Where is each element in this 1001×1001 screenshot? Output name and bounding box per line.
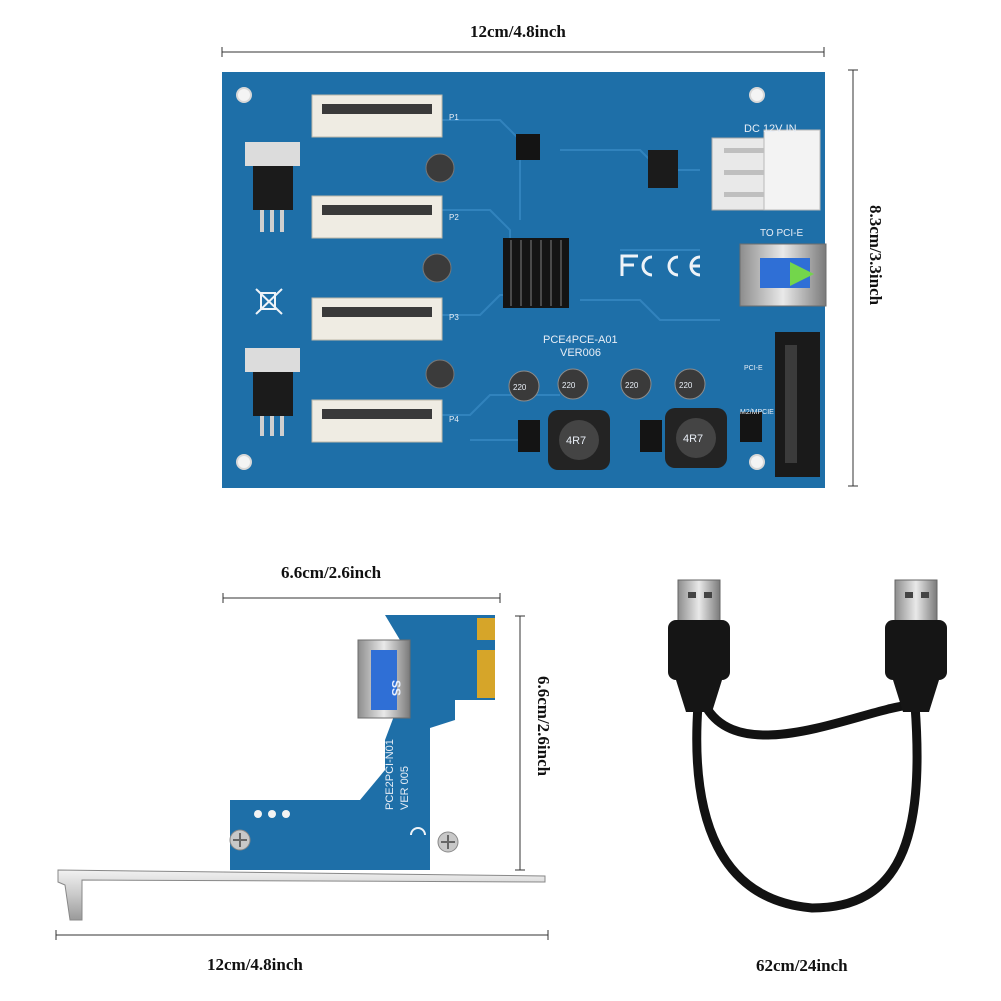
bracket-width-label: 12cm/4.8inch [207,955,303,974]
adapter-model: PCE2PCI-N01 [384,739,396,810]
usb-a-plug-right [885,579,947,712]
mosfet [648,150,678,188]
usb3-port [739,243,827,307]
main-board-model: PCE4PCE-A01 [543,334,618,346]
gold-fingers [477,618,495,698]
slot-label-p4: P4 [449,415,459,424]
main-board [222,72,827,488]
to-pcie-label: TO PCI-E [760,228,803,239]
pcie-jumper-label: PCI-E [744,365,763,372]
capacitor-label: 220 [513,383,527,392]
slot-label-p1: P1 [449,113,459,122]
fc-ce-mark [620,254,701,277]
usb-cable [668,579,947,913]
usb-a-plug-left [668,579,730,712]
voltage-regulator [245,142,300,436]
adapter-version: VER 005 [399,766,411,810]
molex-power-connector [711,129,821,211]
weee-icon [255,288,283,315]
usb3-port: SS [357,639,411,719]
power-input-label: DC 12V IN [744,123,797,135]
capacitor-label: 220 [679,381,693,390]
pci-bracket [57,869,546,921]
ce-mark [410,827,426,836]
dimension-lines [55,47,858,940]
screw [229,829,459,853]
main-board-width-label: 12cm/4.8inch [470,22,566,41]
svg-text:SS: SS [389,680,403,696]
adapter-board: SS [57,615,546,921]
adapter-width-label: 6.6cm/2.6inch [281,563,382,582]
capacitor-label: 220 [625,381,639,390]
pcie-slot [311,94,443,443]
main-board-version: VER006 [560,347,601,359]
capacitor [508,368,706,402]
m2-mpcie-label: M2/MPCIE [740,409,774,416]
inductor [548,408,727,470]
inductor-label-left: 4R7 [566,435,586,447]
cable-length-label: 62cm/24inch [756,956,848,975]
capacitor-label: 220 [562,381,576,390]
slot-label-p3: P3 [449,313,459,322]
inductor-label-right: 4R7 [683,433,703,445]
sata-connector [775,332,820,477]
slot-label-p2: P2 [449,213,459,222]
capacitor [422,153,455,389]
heatsink [503,238,569,308]
